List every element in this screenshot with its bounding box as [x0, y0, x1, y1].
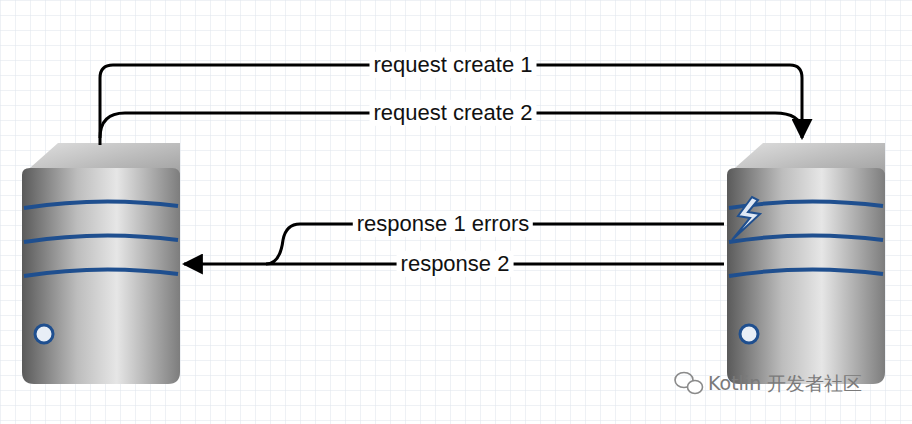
message-label: response 1 errors: [353, 211, 533, 237]
error-bolt: [732, 197, 760, 240]
message-label: request create 2: [370, 100, 537, 126]
watermark: Kotlin 开发者社区: [708, 372, 862, 395]
watermark-icon: [675, 373, 703, 394]
message-label: response 2: [397, 251, 514, 277]
client-server: [22, 143, 180, 384]
api-server: [727, 143, 885, 384]
message-label: request create 1: [370, 52, 537, 78]
